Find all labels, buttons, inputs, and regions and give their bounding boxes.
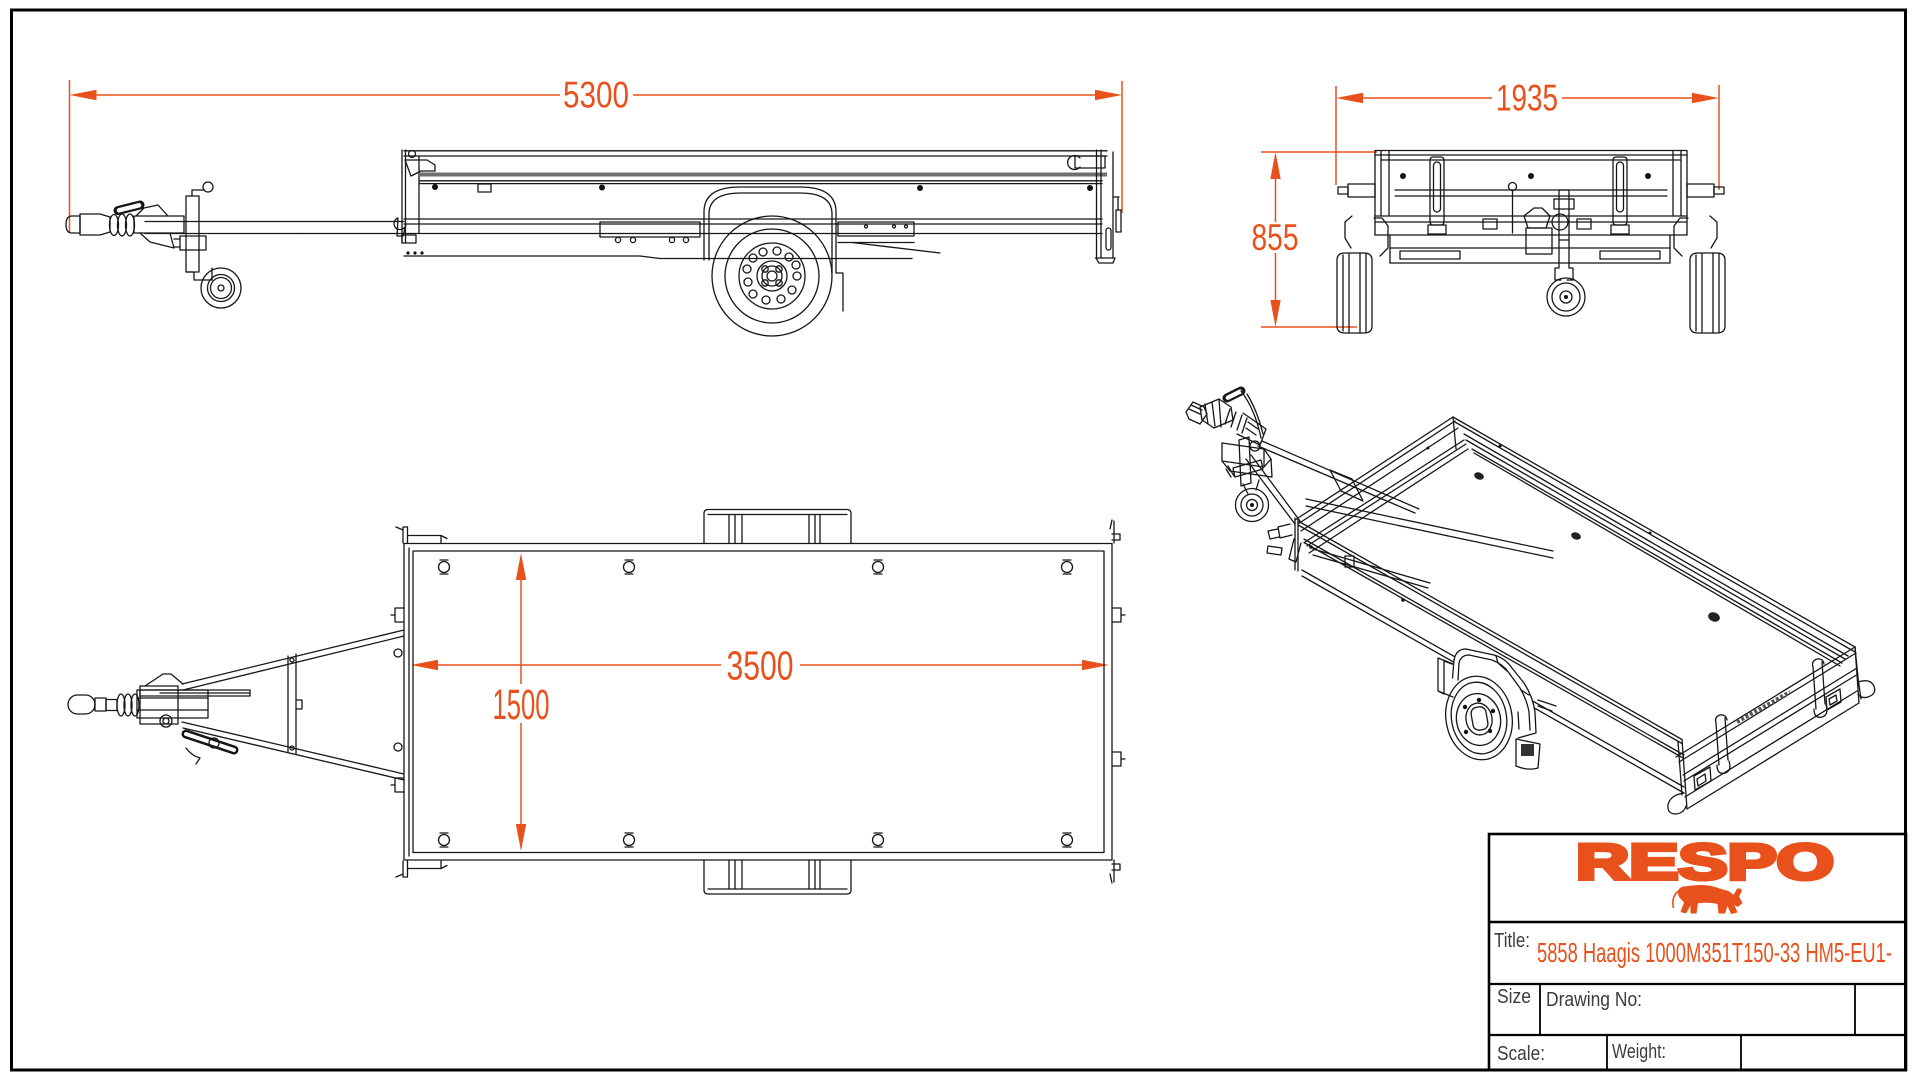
svg-text:1500: 1500 — [493, 681, 550, 729]
svg-text:1935: 1935 — [1496, 78, 1558, 119]
svg-text:Weight:: Weight: — [1612, 1041, 1666, 1063]
svg-text:Title:: Title: — [1494, 930, 1530, 952]
svg-text:Size: Size — [1497, 986, 1531, 1008]
svg-text:Drawing No:: Drawing No: — [1546, 989, 1642, 1011]
svg-text:Scale:: Scale: — [1497, 1043, 1545, 1065]
svg-text:RESPO: RESPO — [1576, 834, 1834, 890]
svg-text:5300: 5300 — [563, 75, 629, 116]
svg-text:855: 855 — [1252, 217, 1299, 258]
svg-text:5858 Haagis 1000M351T150-33 HM: 5858 Haagis 1000M351T150-33 HM5-EU1- — [1537, 937, 1892, 968]
svg-text:3500: 3500 — [727, 643, 794, 689]
